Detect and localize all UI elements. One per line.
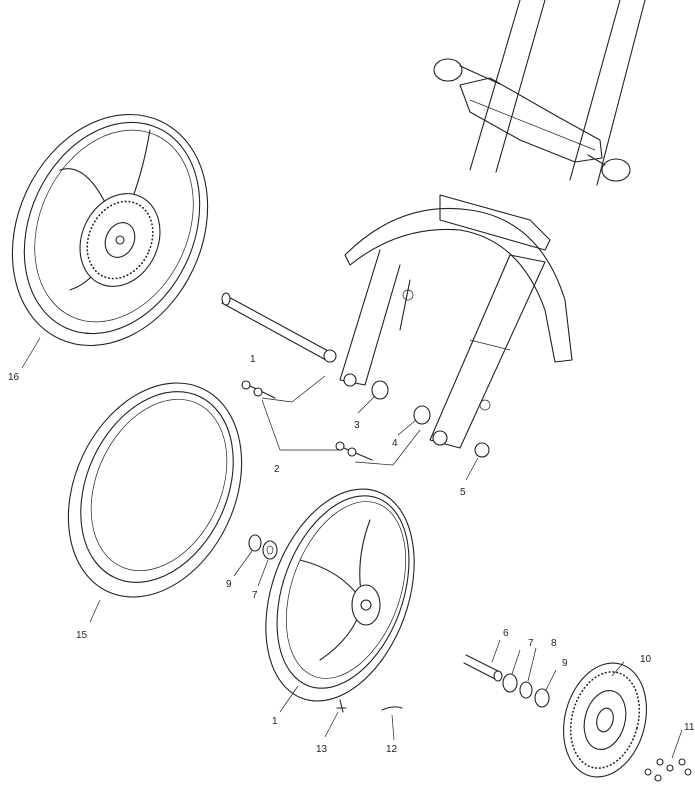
front-fender [344,207,573,363]
leader-lines [21,337,683,759]
spacers [371,380,490,458]
callout-9-right: 9 [562,658,568,669]
callout-3: 3 [354,420,360,431]
axle [221,292,337,363]
callout-9-left: 9 [226,579,232,590]
callout-1-rim: 1 [272,716,278,727]
callout-11: 11 [684,722,695,733]
right-axle-spacer-bearing-seal [463,654,550,708]
callout-8: 8 [551,638,557,649]
callout-12: 12 [386,744,398,755]
callout-7-right: 7 [528,638,534,649]
left-turn-signal [433,58,463,82]
axle-bolts [241,380,373,461]
callout-2: 2 [274,464,280,475]
valve-stem [336,699,347,713]
callout-15: 15 [76,630,88,641]
callout-4: 4 [392,438,398,449]
callout-10: 10 [640,654,652,665]
brake-disc [562,662,648,778]
callout-6: 6 [503,628,509,639]
assembled-wheel [11,113,209,347]
left-bearing-seal [248,534,278,560]
callout-labels: 16 1 2 3 4 5 15 9 7 6 7 8 9 10 11 1 13 1… [8,354,695,755]
wheel-rim [265,488,415,702]
callout-5: 5 [460,487,466,498]
right-turn-signal [601,158,631,182]
tire [67,382,243,598]
callout-7-left: 7 [252,590,258,601]
clip [381,706,403,711]
callout-1-axle: 1 [250,354,256,365]
disc-bolts [644,758,692,782]
front-fork-assembly [339,0,646,449]
callout-16: 16 [8,372,20,383]
callout-13: 13 [316,744,328,755]
